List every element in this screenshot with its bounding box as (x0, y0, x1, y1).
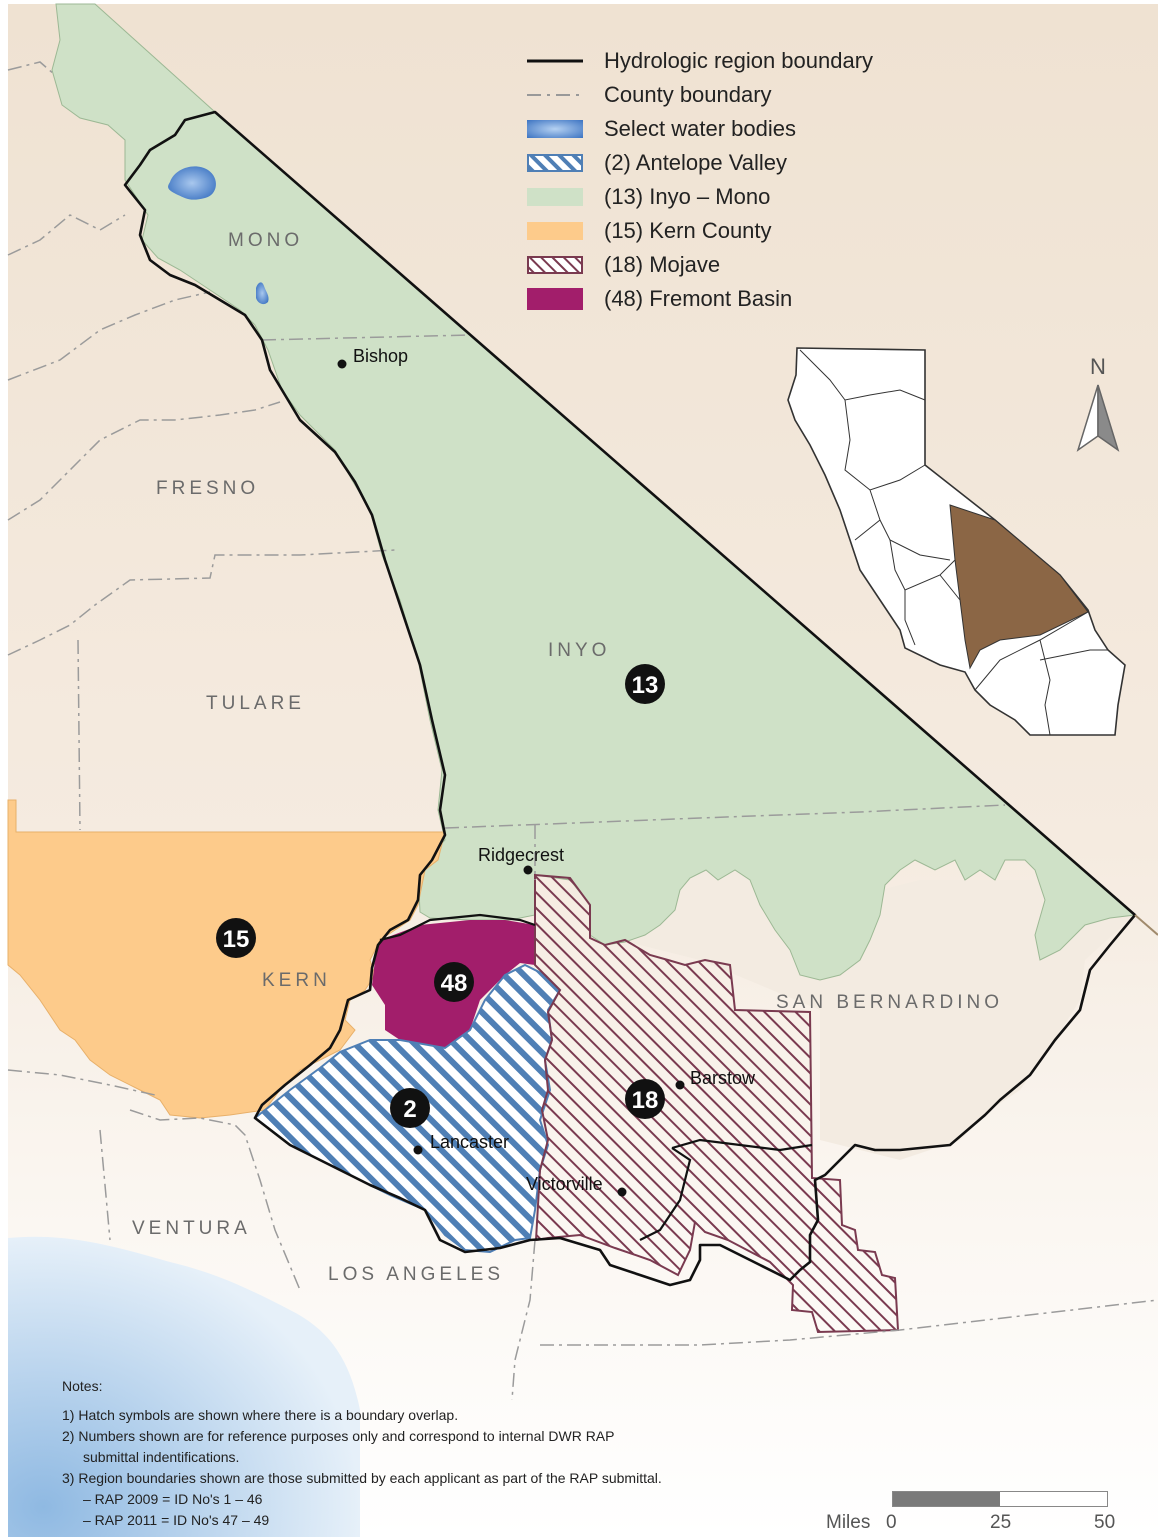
legend-label: (15) Kern County (604, 218, 772, 243)
north-label: N (1090, 354, 1106, 379)
mono-lake (168, 166, 216, 200)
california-inset-map (787, 347, 1126, 736)
badge-number: 13 (632, 672, 659, 699)
water-body-icon (527, 120, 583, 138)
county-label-san-bernardino: SAN BERNARDINO (776, 992, 1003, 1013)
city-label: Barstow (690, 1068, 756, 1088)
city-label: Lancaster (430, 1132, 509, 1152)
green-fill-icon (527, 188, 583, 206)
badge-number: 2 (403, 1096, 416, 1123)
city-dot (337, 359, 347, 369)
county-label-tulare: TULARE (206, 693, 305, 714)
solid-black-line-icon (527, 52, 583, 70)
blue-hatch-icon (527, 154, 583, 172)
city-dot (523, 865, 533, 875)
crowley-lake (256, 282, 269, 305)
city-label: Ridgecrest (478, 845, 564, 865)
county-boundaries (7, 61, 1158, 1401)
legend-label: Hydrologic region boundary (604, 48, 874, 73)
san-bernardino-area (560, 860, 1135, 1160)
legend-label: County boundary (604, 82, 772, 107)
legend-label: (13) Inyo – Mono (604, 184, 771, 209)
legend-label: (2) Antelope Valley (604, 150, 788, 175)
scale-segment-light (1000, 1492, 1107, 1506)
note-line: 1) Hatch symbols are shown where there i… (62, 1407, 459, 1423)
scale-tick-25: 25 (990, 1512, 1012, 1533)
city-lancaster: Lancaster (413, 1132, 509, 1155)
scale-bar-graphic (892, 1491, 1108, 1507)
city-label: Bishop (353, 346, 408, 366)
hydrologic-region-boundary (123, 110, 1137, 1287)
badge-number: 18 (632, 1087, 659, 1114)
county-label-mono: MONO (228, 230, 303, 251)
region-badge-2: 2 (390, 1088, 430, 1128)
eastern-state-border (1134, 914, 1158, 936)
scale-segment-dark (893, 1492, 1000, 1506)
inset-highlight-south-lahontan (949, 504, 1089, 670)
map-legend: Hydrologic region boundary County bounda… (527, 44, 947, 316)
dashed-line-icon (527, 86, 583, 104)
hydrologic-region-boundary-south (379, 913, 813, 1241)
city-dot (675, 1080, 685, 1090)
county-label-kern: KERN (262, 970, 331, 991)
legend-item-water-bodies: Select water bodies (527, 112, 947, 146)
legend-label: Select water bodies (604, 116, 796, 141)
city-barstow: Barstow (675, 1068, 756, 1090)
note-line: – RAP 2009 = ID No's 1 – 46 (83, 1491, 263, 1507)
city-dot (413, 1145, 423, 1155)
legend-item-mojave: (18) Mojave (527, 248, 947, 282)
scale-tick-50: 50 (1094, 1512, 1116, 1533)
city-ridgecrest: Ridgecrest (478, 845, 564, 875)
region-badge-15: 15 (216, 918, 256, 958)
region-badge-48: 48 (434, 962, 474, 1002)
legend-item-kern-county: (15) Kern County (527, 214, 947, 248)
maroon-hatch-icon (527, 256, 583, 274)
legend-item-hydrologic-boundary: Hydrologic region boundary (527, 44, 947, 78)
legend-item-county-boundary: County boundary (527, 78, 947, 112)
magenta-fill-icon (527, 288, 583, 310)
legend-label: (48) Fremont Basin (604, 286, 793, 311)
map-notes: Notes: 1) Hatch symbols are shown where … (62, 1376, 762, 1531)
pacific-ocean (8, 1236, 360, 1537)
county-label-los-angeles: LOS ANGELES (328, 1264, 504, 1285)
scale-unit: Miles (826, 1512, 871, 1533)
city-bishop: Bishop (337, 346, 408, 369)
county-label-inyo: INYO (548, 640, 610, 661)
notes-title: Notes: (62, 1378, 103, 1394)
north-arrow-shade (1097, 384, 1120, 452)
legend-label: (18) Mojave (604, 252, 721, 277)
legend-item-fremont-basin: (48) Fremont Basin (527, 282, 947, 316)
badge-number: 48 (441, 970, 468, 997)
legend-item-antelope-valley: (2) Antelope Valley (527, 146, 947, 180)
region-mojave (534, 873, 900, 1334)
page-margin (0, 0, 8, 1537)
city-victorville: Victorville (526, 1174, 627, 1197)
region-badge-18: 18 (625, 1079, 665, 1119)
note-line: 2) Numbers shown are for reference purpo… (62, 1428, 615, 1444)
orange-fill-icon (527, 222, 583, 240)
county-label-ventura: VENTURA (132, 1218, 251, 1239)
scale-tick-0: 0 (886, 1512, 897, 1533)
badge-number: 15 (223, 926, 250, 953)
region-badge-13: 13 (625, 664, 665, 704)
note-line: – RAP 2011 = ID No's 47 – 49 (83, 1512, 270, 1528)
county-label-fresno: FRESNO (156, 478, 259, 499)
note-line: 3) Region boundaries shown are those sub… (62, 1470, 662, 1486)
city-label: Victorville (526, 1174, 603, 1194)
city-dot (617, 1187, 627, 1197)
legend-item-inyo-mono: (13) Inyo – Mono (527, 180, 947, 214)
north-arrow: N (1076, 354, 1120, 452)
note-line: submittal indentifications. (83, 1449, 240, 1465)
scale-bar: Miles 0 25 50 (826, 1488, 1126, 1533)
